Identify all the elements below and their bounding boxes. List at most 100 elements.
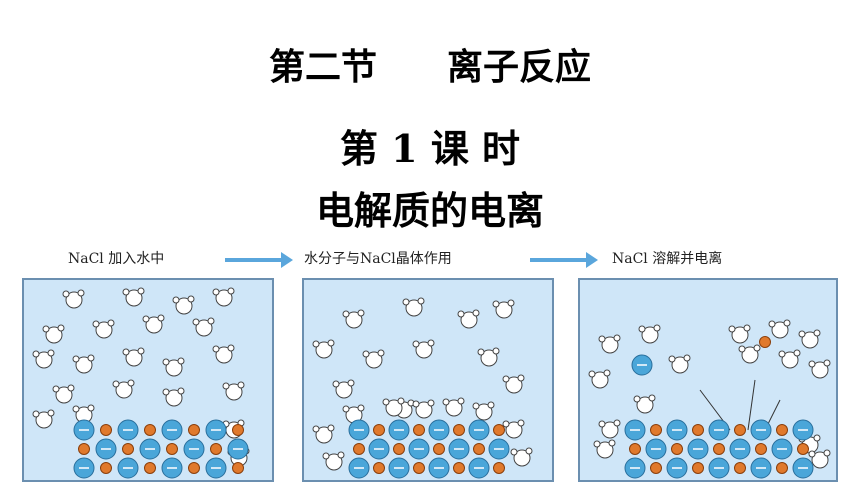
sodium-ion <box>100 462 112 474</box>
sodium-ion <box>433 443 445 455</box>
water-molecule <box>32 349 55 369</box>
water-molecule <box>457 309 480 329</box>
chloride-ion <box>771 438 793 460</box>
water-molecule <box>312 339 335 359</box>
sodium-ion <box>78 443 90 455</box>
beaker-panel-1 <box>22 278 274 482</box>
dissociation-arrow <box>747 379 756 431</box>
chloride-ion <box>448 438 470 460</box>
caption-step-1: NaCl 加入水中 <box>68 251 165 267</box>
water-molecule <box>593 439 616 459</box>
sodium-ion <box>144 462 156 474</box>
water-molecule <box>502 374 525 394</box>
water-molecule <box>472 401 495 421</box>
chloride-ion <box>708 419 730 441</box>
water-molecule <box>162 387 185 407</box>
water-molecule <box>728 324 751 344</box>
water-molecule <box>598 334 621 354</box>
chloride-ion <box>687 438 709 460</box>
water-molecule <box>122 287 145 307</box>
chloride-ion <box>624 457 646 479</box>
chloride-ion <box>645 438 667 460</box>
chloride-ion <box>117 457 139 479</box>
water-molecule <box>588 369 611 389</box>
sodium-ion <box>393 443 405 455</box>
sodium-ion <box>650 462 662 474</box>
chloride-ion <box>729 438 751 460</box>
water-molecule <box>492 299 515 319</box>
sodium-ion <box>453 424 465 436</box>
water-molecule <box>212 287 235 307</box>
sodium-ion <box>713 443 725 455</box>
chloride-ion <box>624 419 646 441</box>
sodium-ion <box>776 424 788 436</box>
caption-step-3: NaCl 溶解并电离 <box>612 251 723 267</box>
water-molecule <box>362 349 385 369</box>
sodium-ion <box>734 424 746 436</box>
chloride-ion <box>348 419 370 441</box>
sodium-ion <box>144 424 156 436</box>
sodium-ion <box>629 443 641 455</box>
dissolved-ions-illustration <box>588 319 831 479</box>
sodium-ion <box>650 424 662 436</box>
chloride-ion <box>468 457 490 479</box>
water-molecule <box>32 409 55 429</box>
chloride-ion <box>750 419 772 441</box>
water-molecule <box>42 324 65 344</box>
chloride-ion <box>73 419 95 441</box>
water-molecule <box>738 344 761 364</box>
chloride-ion <box>708 457 730 479</box>
sodium-ion <box>122 443 134 455</box>
water-molecule <box>778 349 801 369</box>
water-molecule <box>412 399 435 419</box>
water-molecule <box>808 359 831 379</box>
chloride-ion <box>388 457 410 479</box>
water-molecule <box>477 347 500 367</box>
lesson-title: 第 1 课 时 <box>339 126 521 171</box>
chloride-ion <box>468 419 490 441</box>
water-molecule <box>332 379 355 399</box>
water-molecule <box>598 419 621 439</box>
chloride-ion <box>139 438 161 460</box>
sodium-ion <box>413 424 425 436</box>
sodium-ion <box>776 462 788 474</box>
sodium-ion <box>188 424 200 436</box>
sodium-ion <box>671 443 683 455</box>
water-molecule <box>412 339 435 359</box>
beaker-panel-2 <box>302 278 554 482</box>
chloride-ion <box>666 419 688 441</box>
sodium-ion <box>734 462 746 474</box>
chloride-ion <box>161 457 183 479</box>
chloride-ion <box>348 457 370 479</box>
chloride-ion <box>750 457 772 479</box>
sodium-ion <box>232 462 244 474</box>
lesson-subtitle: 电解质的电离 <box>315 188 544 233</box>
water-molecule <box>62 289 85 309</box>
water-molecule <box>112 379 135 399</box>
water-molecule <box>510 447 533 467</box>
sodium-ion <box>473 443 485 455</box>
sodium-ion <box>692 462 704 474</box>
water-molecule <box>638 324 661 344</box>
section-topic: 离子反应 <box>447 46 592 88</box>
sodium-ion <box>493 424 505 436</box>
water-molecule <box>172 295 195 315</box>
chloride-ion <box>666 457 688 479</box>
sodium-ion <box>413 462 425 474</box>
water-molecule <box>342 309 365 329</box>
sodium-ion <box>210 443 222 455</box>
chloride-ion <box>205 419 227 441</box>
water-molecule <box>502 419 525 439</box>
water-molecule <box>52 384 75 404</box>
water-molecule <box>72 354 95 374</box>
water-molecule <box>402 297 425 317</box>
water-molecule <box>162 357 185 377</box>
chloride-ion <box>408 438 430 460</box>
water-molecule <box>342 404 365 424</box>
water-molecule <box>212 344 235 364</box>
sodium-ion <box>453 462 465 474</box>
water-molecule <box>382 397 405 417</box>
chloride-ion <box>631 354 653 376</box>
caption-step-2: 水分子与NaCl晶体作用 <box>304 251 452 267</box>
water-molecule <box>322 451 345 471</box>
